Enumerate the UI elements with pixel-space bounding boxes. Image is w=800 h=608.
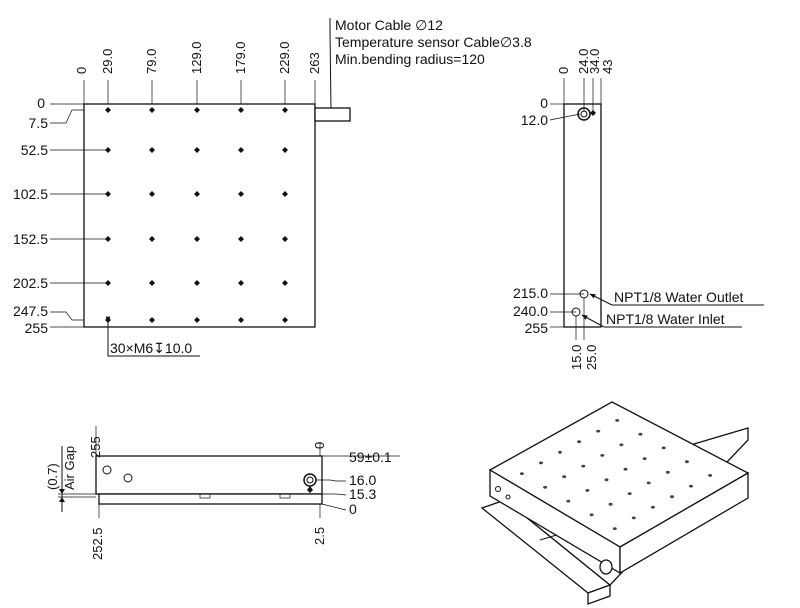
iso-hole: [661, 446, 666, 450]
side-view-outline: [563, 103, 602, 328]
side-view: 0 24.0 34.0 43 0 12.0 215.0 240.0 255 15…: [513, 49, 764, 370]
front-bottom-dim-252-5: 252.5: [90, 527, 105, 560]
front-top-dim-255: 255: [88, 436, 103, 458]
hole-callout-leader: [105, 316, 200, 357]
right-dim-0: 0: [349, 501, 357, 517]
iso-hole: [615, 419, 620, 422]
iso-hole: [577, 440, 582, 444]
iso-hole: [708, 474, 713, 477]
iso-hole: [581, 464, 586, 468]
iso-hole: [650, 505, 655, 509]
water-outlet-label: NPT1/8 Water Outlet: [614, 289, 744, 305]
front-port-1-icon: [102, 465, 112, 475]
y-dim-152-5: 152.5: [13, 231, 48, 247]
isometric-view: [480, 401, 750, 605]
iso-hole: [558, 450, 562, 454]
iso-hole: [585, 489, 590, 492]
iso-hole: [665, 470, 670, 474]
side-bottom-dim-15: 15.0: [569, 345, 584, 370]
cable-notes: Motor Cable ∅12 Temperature sensor Cable…: [329, 17, 532, 111]
note-leader-line: [329, 18, 332, 111]
front-top-dim-0: 0: [312, 442, 327, 449]
y-dim-0: 0: [37, 95, 45, 111]
front-view-base: [98, 493, 323, 505]
iso-hole: [638, 432, 643, 436]
iso-hole: [646, 481, 651, 485]
iso-hole: [600, 454, 605, 457]
x-dim-229: 229.0: [277, 41, 292, 74]
iso-hole: [562, 475, 567, 479]
x-dim-79: 79.0: [144, 49, 159, 74]
right-dim-59: 59±0.1: [349, 449, 392, 465]
side-left-dim-215: 215.0: [513, 285, 548, 301]
front-view-plate: [95, 455, 323, 495]
y-dim-202-5: 202.5: [13, 275, 48, 291]
iso-hole: [596, 429, 601, 433]
front-port-2-icon: [123, 473, 133, 483]
side-left-dim-0: 0: [540, 95, 548, 111]
top-view: 0 29.0 79.0 129.0 179.0 229.0 263 0 7.5 …: [13, 41, 351, 357]
y-dim-102-5: 102.5: [13, 186, 48, 202]
iso-hole: [608, 502, 613, 506]
iso-hole: [684, 460, 689, 464]
sensor-port-icon: [590, 110, 596, 116]
y-dim-255: 255: [25, 320, 49, 336]
x-dim-263: 263: [307, 52, 322, 74]
iso-plate-side-face: [619, 471, 749, 575]
top-view-plate-outline: [83, 103, 316, 328]
iso-hole: [689, 484, 693, 488]
motor-cable-outlet: [314, 107, 351, 122]
front-bottom-dim-2-5: 2.5: [312, 527, 327, 545]
temperature-sensor-note: Temperature sensor Cable∅3.8: [335, 34, 532, 50]
top-view-y-dimensions: 0 7.5 52.5 102.5 152.5 202.5 247.5 255: [13, 95, 108, 336]
x-dim-129: 129.0: [189, 41, 204, 74]
air-gap-value: (0.7): [45, 463, 60, 490]
iso-hole: [543, 485, 548, 489]
side-top-dim-0: 0: [556, 67, 571, 74]
side-top-dim-43: 43: [600, 60, 615, 74]
y-dim-52-5: 52.5: [21, 142, 48, 158]
x-dim-29: 29.0: [100, 49, 115, 74]
side-left-dim-240: 240.0: [513, 303, 548, 319]
iso-hole: [566, 499, 571, 503]
air-gap-label: Air Gap: [62, 446, 77, 490]
iso-hole: [619, 443, 624, 447]
right-dim-16: 16.0: [349, 472, 376, 488]
iso-hole: [604, 478, 609, 482]
iso-hole: [589, 513, 594, 517]
motor-cable-note: Motor Cable ∅12: [335, 17, 443, 33]
x-dim-179: 179.0: [233, 41, 248, 74]
side-bottom-dim-25: 25.0: [584, 345, 599, 370]
x-dim-0: 0: [74, 67, 89, 74]
iso-hole-grid: [519, 419, 713, 530]
motor-cable-port-icon: [577, 107, 591, 121]
top-view-x-dimensions: 0 29.0 79.0 129.0 179.0 229.0 263: [74, 41, 322, 104]
side-left-dim-12: 12.0: [521, 112, 548, 128]
front-view: 255 0 (0.7) Air Gap 59±0.1 16.0 15.3 0 2…: [45, 426, 400, 560]
side-top-dim-24: 24.0: [576, 49, 591, 74]
right-dim-15-3: 15.3: [349, 486, 376, 502]
side-left-dim-255: 255: [525, 320, 549, 336]
iso-hole: [519, 472, 524, 475]
y-dim-247-5: 247.5: [13, 303, 48, 319]
iso-hole: [631, 516, 636, 520]
y-dim-7-5: 7.5: [29, 115, 49, 131]
bending-radius-note: Min.bending radius=120: [335, 51, 485, 67]
iso-hole: [670, 495, 674, 499]
iso-cable-outlet: [599, 559, 613, 575]
iso-hole: [539, 461, 543, 465]
iso-hole: [642, 457, 647, 460]
iso-hole: [612, 527, 617, 530]
hole-callout: 30×M6↧10.0: [110, 340, 192, 356]
water-inlet-label: NPT1/8 Water Inlet: [606, 311, 725, 327]
iso-hole: [623, 467, 628, 471]
side-top-dim-34: 34.0: [587, 49, 602, 74]
iso-hole: [627, 492, 632, 495]
